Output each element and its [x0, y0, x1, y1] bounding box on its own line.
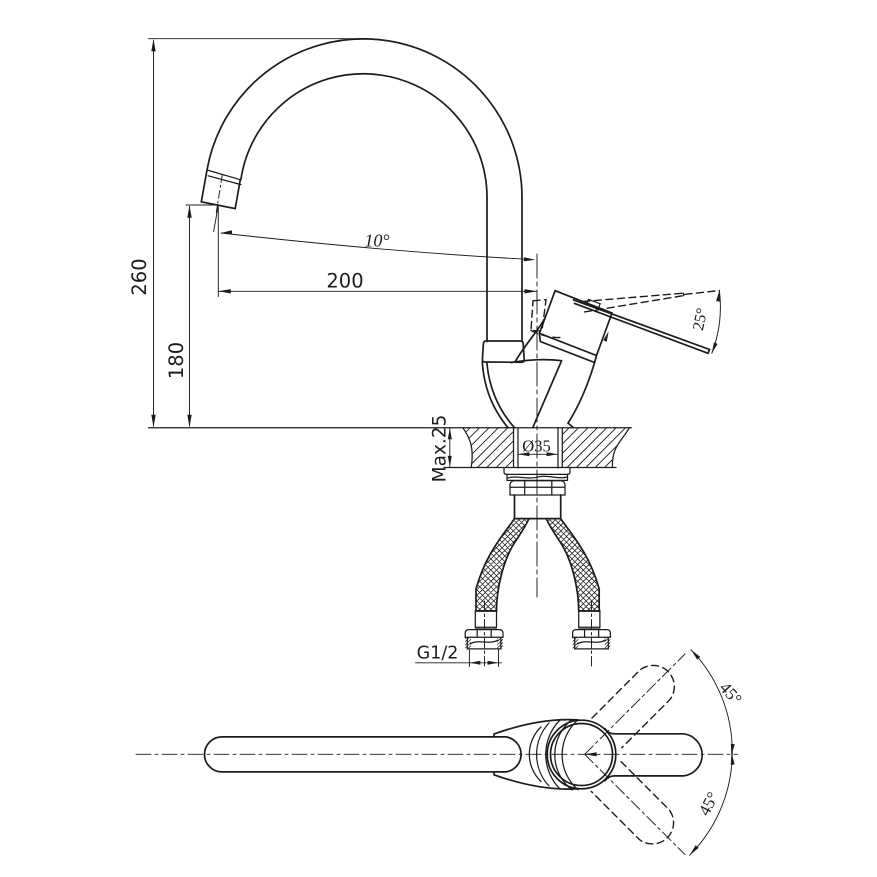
dim-spout-reach-label: 200 [326, 270, 363, 293]
dim-spout-height-label: 180 [165, 342, 188, 379]
dim-counter-thickness-arrows [447, 428, 452, 467]
hose-left-nut [464, 628, 504, 650]
top-view [135, 649, 738, 856]
arrowhead [469, 660, 481, 665]
faucet-body [481, 316, 596, 429]
hose-centerlines [484, 600, 592, 667]
handle-lever-button [585, 298, 601, 310]
arrowhead [151, 38, 156, 52]
arrowhead [487, 660, 499, 665]
arrowhead [447, 455, 452, 467]
dim-thread-arrows [469, 660, 499, 665]
spout-aerator-joint [206, 169, 242, 186]
hose-left-nut-hatch-r [497, 637, 503, 649]
hose-left-nut-hatch-l [465, 637, 471, 649]
dim-thread-label: G1/2 [417, 644, 459, 664]
arrowhead [447, 428, 452, 440]
arrowhead [524, 289, 537, 294]
topview-centerline-arrowhead [584, 752, 597, 757]
arrowhead [711, 342, 718, 354]
hose-right-nut-hatch-r [604, 637, 611, 649]
dim-swivel-arc [689, 649, 733, 856]
arrowhead [584, 752, 597, 757]
arrowhead [523, 257, 536, 262]
topview-body-outline [493, 718, 579, 790]
arrowhead [187, 414, 192, 428]
dim-counter-thickness-label: Max.25 [430, 415, 451, 483]
arrowhead [689, 845, 699, 856]
hose-left-outline [475, 517, 530, 612]
topview-body-rings [528, 718, 579, 791]
arrowhead [603, 331, 609, 342]
countertop-section [147, 427, 633, 469]
handle-lever-raised-dashed [530, 289, 721, 339]
spout-riser-tube [486, 196, 523, 343]
topview-handle-dashed-down [590, 760, 675, 845]
base-flange [503, 467, 571, 476]
countertop-hatch-left [463, 427, 513, 468]
dim-spout-angle-arrows [220, 230, 536, 262]
shank-lower [513, 494, 562, 520]
arrowhead [187, 205, 192, 218]
arrowhead [716, 290, 721, 302]
arrowhead [730, 753, 735, 765]
swivel-collar [481, 340, 526, 364]
dimension-labels: 260 180 200 10° 25° Max.25 Ø35 G1/2 45° … [128, 231, 746, 819]
dim-spout-height-arrows [187, 205, 192, 428]
dim-overall-height-lines [148, 38, 367, 427]
arrowhead [151, 414, 156, 428]
dim-hole-dia-arrows [518, 452, 558, 457]
topview-swivel-axes [584, 653, 686, 856]
arrowhead [546, 452, 558, 457]
dim-overall-height-arrows [151, 38, 156, 428]
dim-hole-dia-label: Ø35 [522, 436, 550, 455]
handle-lever [572, 299, 711, 355]
topview-spout [203, 736, 522, 773]
topview-handle-dashed-down-path [590, 760, 675, 845]
cartridge-housing [538, 289, 614, 364]
mounting-shank-walls [517, 427, 559, 469]
arrowhead [220, 230, 233, 235]
dim-thread-lines [415, 649, 502, 667]
dim-swivel-arrows [689, 649, 735, 856]
arrowhead [691, 649, 701, 660]
dim-spout-reach-arrows [218, 289, 537, 294]
dim-handle-angle-label: 25° [690, 307, 711, 332]
hose-right-nut-hatch-l [572, 637, 579, 649]
topview-handle-dashed-up [591, 664, 676, 749]
locknut [509, 480, 566, 496]
topview-handle [604, 727, 703, 782]
dim-spout-angle-label: 10° [364, 231, 389, 251]
topview-cap-inner [549, 722, 614, 787]
spout-tip-centerline [215, 174, 223, 213]
dim-spout-height-lines [185, 204, 219, 427]
topview-handle-dashed-up-path [591, 664, 676, 749]
topview-cap-outer [546, 719, 617, 790]
arrowhead [518, 452, 530, 457]
side-view [147, 38, 721, 667]
dim-overall-height-label: 260 [128, 258, 151, 295]
hose-right-outline [545, 517, 601, 612]
hose-right-nut [571, 628, 612, 650]
lever-lift-arrowhead [603, 331, 609, 342]
arrowhead [218, 289, 231, 294]
dim-spout-angle-lines [213, 205, 532, 260]
dim-handle-angle-arrows [711, 290, 721, 354]
arrowhead [730, 743, 735, 756]
dim-spout-reach-lines [217, 206, 538, 297]
